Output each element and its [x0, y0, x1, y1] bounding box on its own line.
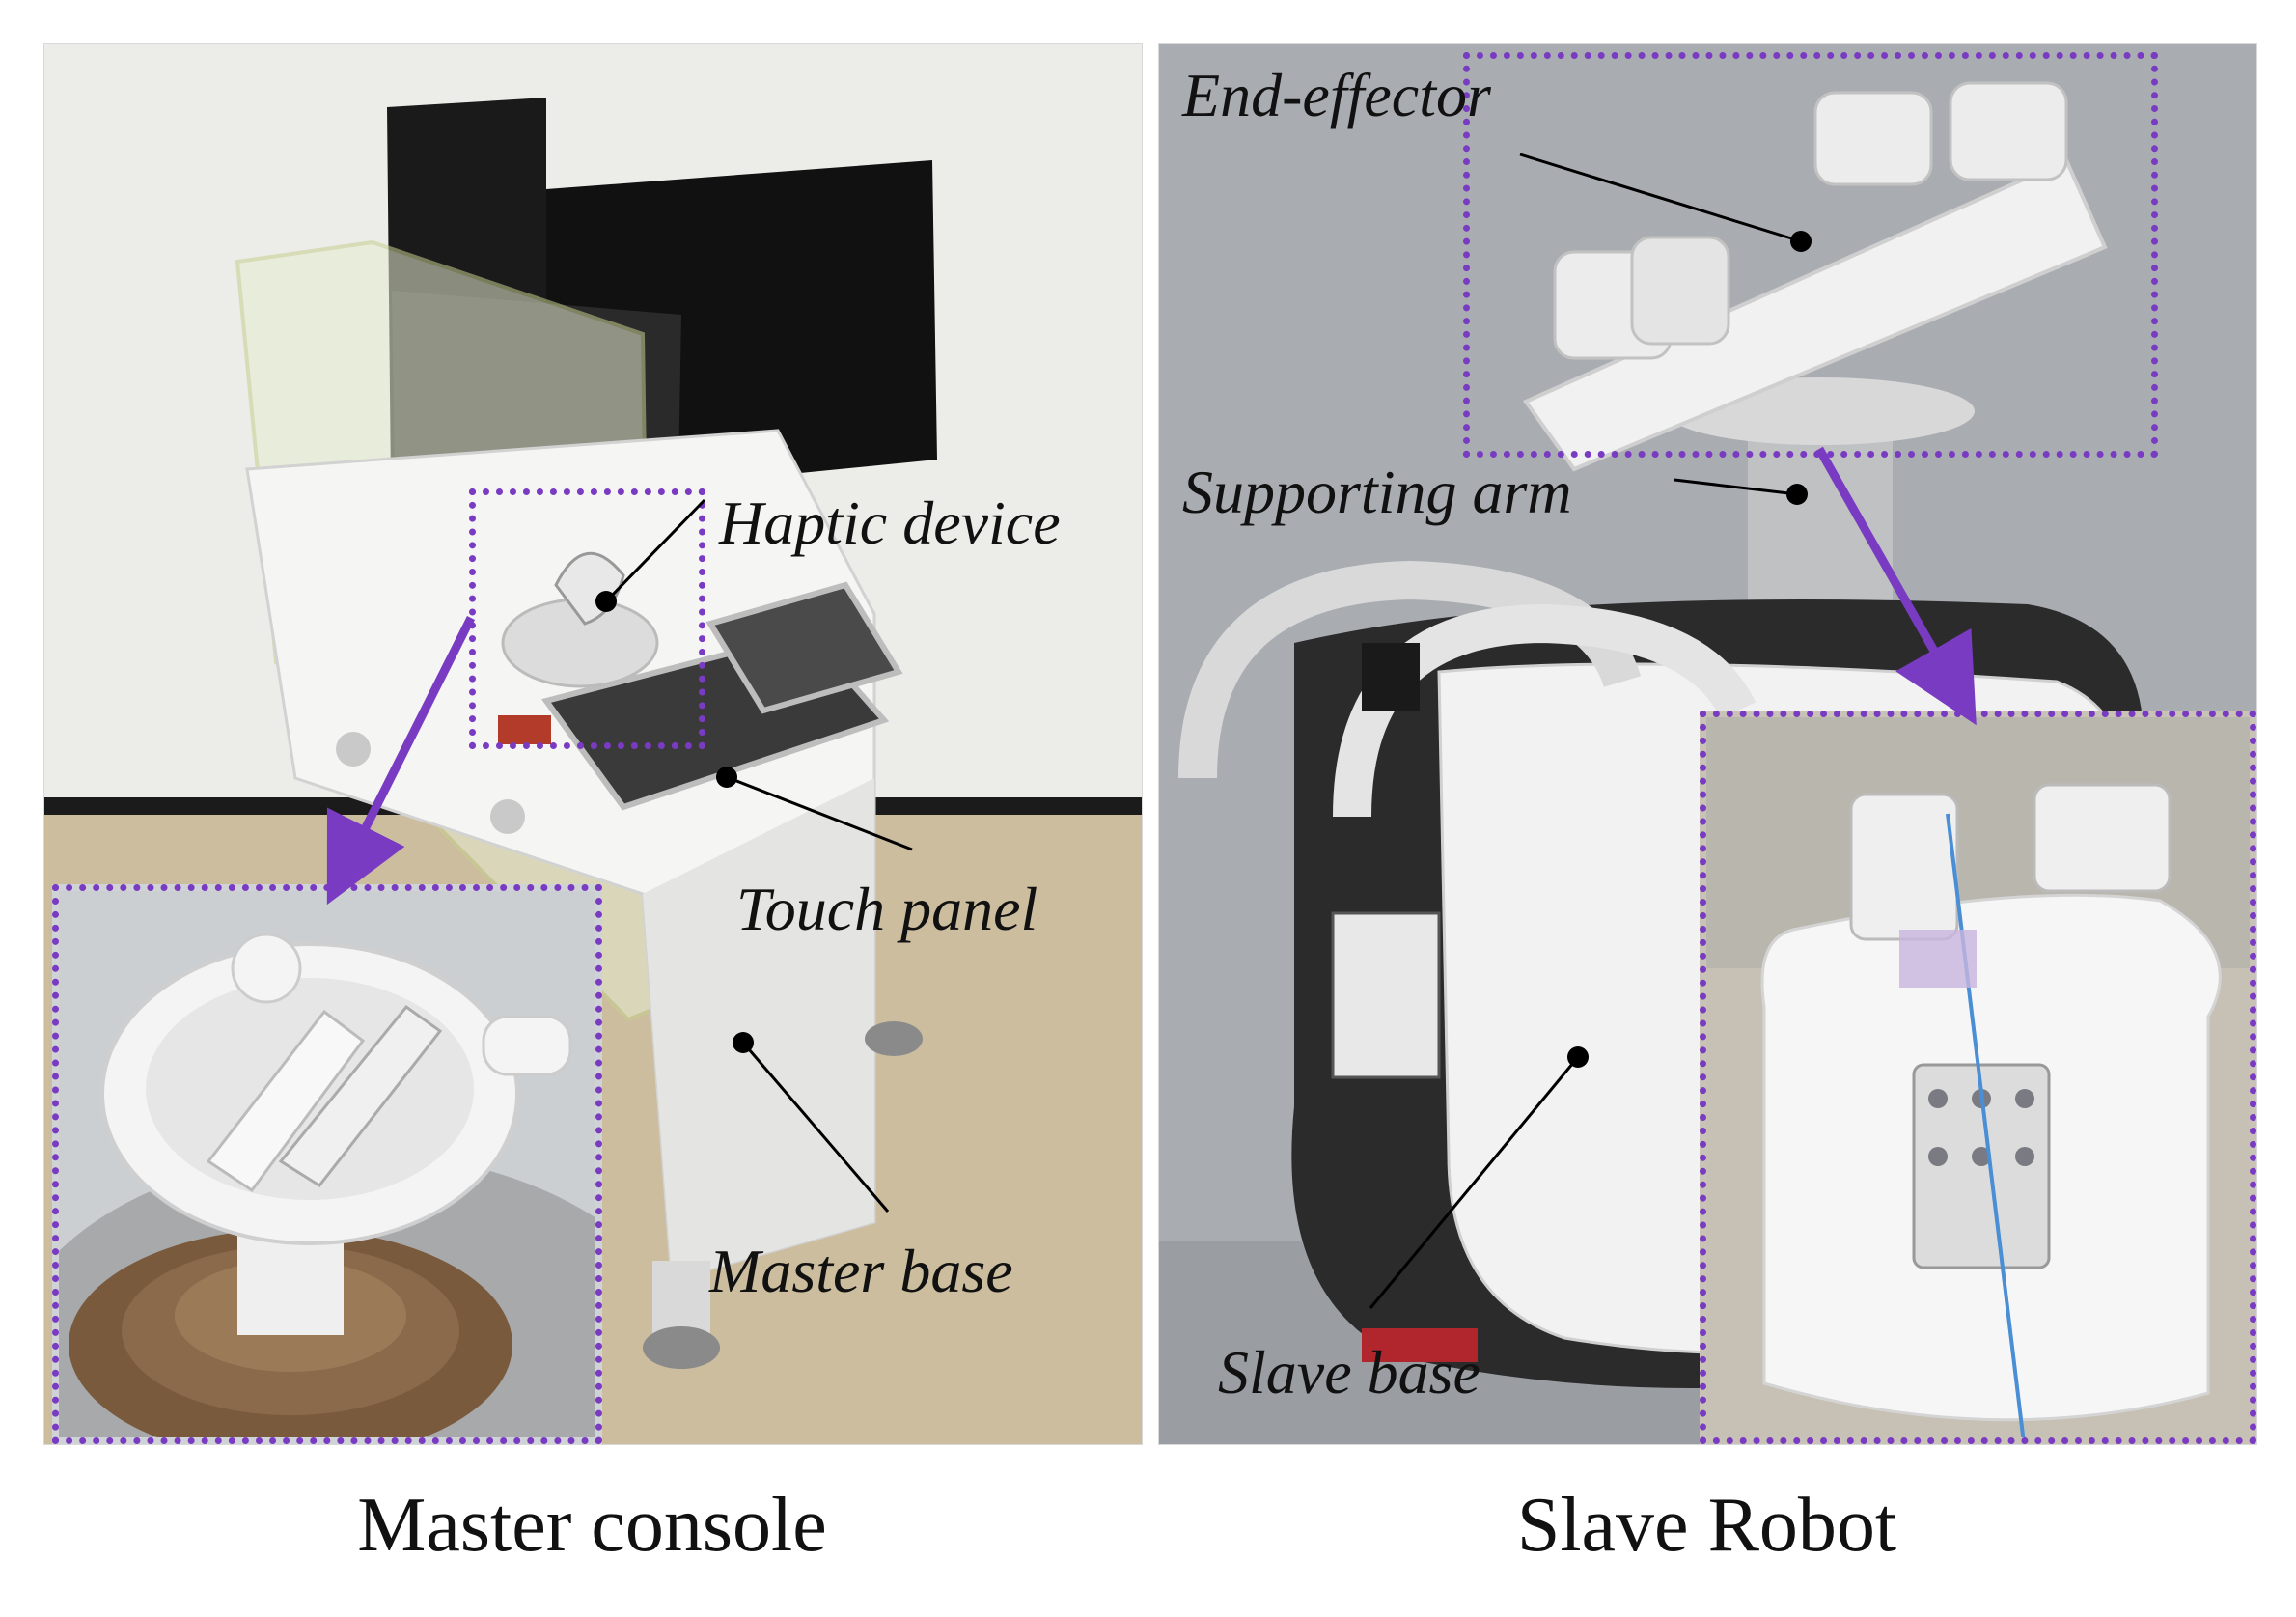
label-end-effector: End-effector: [1182, 61, 1491, 129]
label-touch-panel: Touch panel: [736, 875, 1038, 943]
end-effector-inset: [1700, 711, 2256, 1444]
master-console-photo: [43, 43, 1143, 1445]
caption-slave-robot: Slave Robot: [1516, 1483, 1897, 1568]
end-effector-callout-box: [1463, 52, 2158, 458]
end-effector-inset-image: [1706, 717, 2250, 1437]
slave-robot-photo: [1158, 43, 2257, 1445]
label-slave-base: Slave base: [1218, 1338, 1480, 1407]
label-supporting-arm: Supporting arm: [1182, 458, 1572, 526]
haptic-device-inset-image: [59, 891, 595, 1437]
haptic-device-inset: [52, 884, 602, 1444]
label-master-base: Master base: [709, 1237, 1013, 1305]
caption-master-console: Master console: [357, 1483, 827, 1568]
label-haptic-device: Haptic device: [719, 488, 1061, 557]
haptic-device-callout-box: [469, 488, 705, 749]
